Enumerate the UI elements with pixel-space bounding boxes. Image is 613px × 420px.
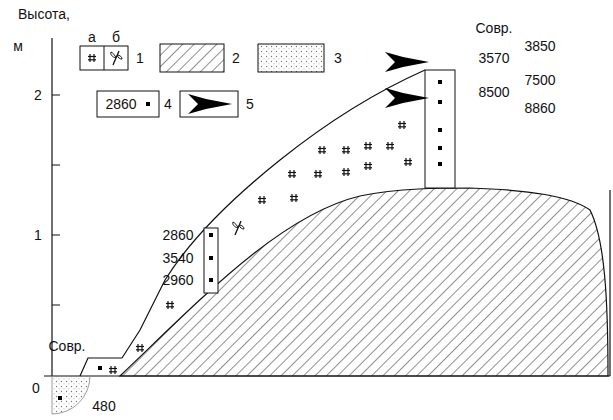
label-text: 3540 bbox=[162, 251, 193, 265]
legend-number: 1 bbox=[136, 51, 144, 65]
legend-number: 2 bbox=[232, 51, 240, 65]
label-text: 480 bbox=[92, 399, 115, 413]
label-text: м bbox=[13, 39, 23, 53]
label-text: а bbox=[88, 30, 96, 44]
legend-number: 5 bbox=[246, 97, 254, 111]
label-text: 1 bbox=[34, 228, 42, 242]
label-text: б bbox=[112, 30, 120, 44]
label-text: 8500 bbox=[478, 85, 509, 99]
label-text: 0 bbox=[32, 381, 40, 395]
label-text: 7500 bbox=[524, 73, 555, 87]
legend-number: 3 bbox=[334, 51, 342, 65]
label-text: 2 bbox=[34, 88, 42, 102]
label-text: 8860 bbox=[524, 101, 555, 115]
label-text: Совр. bbox=[48, 339, 85, 353]
label-text: 3570 bbox=[478, 51, 509, 65]
label-text: 2960 bbox=[162, 273, 193, 287]
label-text: 2860 bbox=[162, 228, 193, 242]
label-text: 3850 bbox=[524, 39, 555, 53]
legend-number: 4 bbox=[164, 97, 172, 111]
label-text: Совр. bbox=[475, 21, 512, 35]
label-text: 2860 bbox=[105, 97, 136, 111]
label-text: Высота, bbox=[18, 7, 70, 21]
